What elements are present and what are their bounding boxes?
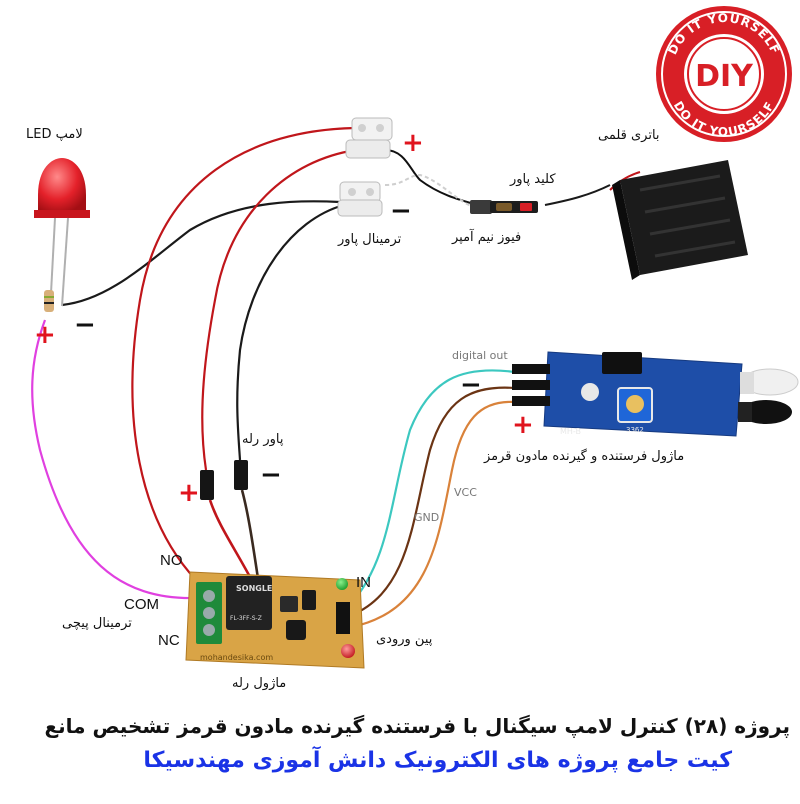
diy-badge-logo: DO IT YOURSELF DO IT YOURSELF DIY xyxy=(656,6,792,142)
label-power-terminal: ترمینال پاور xyxy=(338,232,402,247)
board-website-text: mohandesika.com xyxy=(200,653,273,662)
terminal-nc: NC xyxy=(158,632,180,649)
relay-model-text: FL-3FF-S-Z xyxy=(230,615,262,622)
label-relay-module: ماژول رله xyxy=(232,676,287,691)
wire-black-power xyxy=(236,203,345,461)
battery-holder xyxy=(612,160,748,280)
wire-red-no xyxy=(131,126,356,581)
wire-twisted-b xyxy=(384,173,479,209)
ir-sensor-module: MH-B 3362 xyxy=(512,351,799,437)
wire-label-gnd: GND xyxy=(414,511,440,524)
led-lamp xyxy=(34,158,90,313)
caption-subtitle: کیت جامع پروژه های الکترونیک دانش آموزی … xyxy=(143,748,732,773)
wire-black-led xyxy=(61,200,341,307)
wire-label-vcc: VCC xyxy=(454,486,477,499)
caption-title: پروژه (۲۸) کنترل لامپ سیگنال با فرستنده … xyxy=(44,714,790,738)
power-terminal-top xyxy=(345,117,393,159)
terminal-no: NO xyxy=(160,552,183,569)
polarity-plus-relay: + xyxy=(178,478,200,508)
wire-orange-vcc xyxy=(351,400,516,629)
polarity-minus-sensor: − xyxy=(460,370,482,400)
relay-module-board: SONGLE FL-3FF-S-Z mohandesika.com xyxy=(185,571,365,669)
label-relay-power: پاور رله xyxy=(242,432,284,447)
sensor-model-text: MH-B xyxy=(560,427,581,436)
label-power-key: کلید پاور xyxy=(510,172,556,187)
wire-label-digital-out: digital out xyxy=(452,349,508,362)
wire-switch-battery xyxy=(544,184,611,206)
wire-brown-gnd xyxy=(351,386,516,617)
polarity-plus-power: + xyxy=(402,128,424,158)
polarity-plus-led: + xyxy=(34,320,56,350)
polarity-minus-led: − xyxy=(74,310,96,340)
wire-battery-red xyxy=(609,171,641,191)
power-terminal-bottom xyxy=(337,181,383,217)
label-fuse: فیوز نیم آمپر xyxy=(452,230,522,245)
terminal-com: COM xyxy=(124,596,159,613)
fuse-switch xyxy=(470,200,538,214)
relay-power-minus-connector xyxy=(234,460,248,490)
wire-red-power xyxy=(201,148,357,471)
terminal-in: IN xyxy=(356,574,371,591)
polarity-plus-sensor: + xyxy=(512,410,534,440)
label-screw-terminal: ترمینال پیچی xyxy=(62,616,132,631)
label-input-pins: پین ورودی xyxy=(376,632,433,647)
polarity-minus-power: − xyxy=(390,196,412,226)
label-led-lamp: لامپ LED xyxy=(26,127,83,142)
label-battery: باتری قلمی xyxy=(598,128,660,143)
pot-code-text: 3362 xyxy=(626,426,644,434)
label-sensor-module: ماژول فرستنده و گیرنده مادون قرمز xyxy=(484,449,685,464)
polarity-minus-relay: − xyxy=(260,460,282,490)
wire-pink xyxy=(31,319,197,600)
badge-center-text: DIY xyxy=(695,59,754,94)
relay-brand-text: SONGLE xyxy=(236,584,272,593)
relay-power-plus-connector xyxy=(200,470,214,500)
wire-cyan-signal xyxy=(349,369,516,606)
